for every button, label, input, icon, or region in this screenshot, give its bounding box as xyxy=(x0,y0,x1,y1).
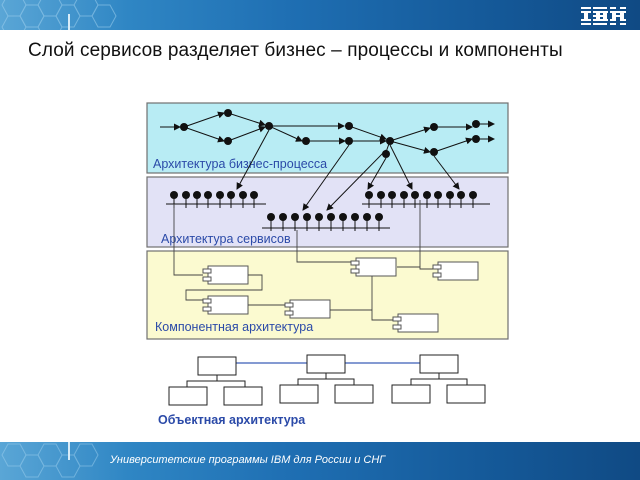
object-architecture-label: Объектная архитектура xyxy=(158,413,306,427)
service-group-right xyxy=(362,191,490,208)
service-group-left xyxy=(166,191,266,208)
header-divider xyxy=(68,14,70,30)
process-nodes xyxy=(180,109,480,158)
slide-title: Слой сервисов разделяет бизнес – процесс… xyxy=(28,40,563,61)
component-layer-label: Компонентная архитектура xyxy=(155,320,313,334)
component-connectors xyxy=(173,200,433,321)
object-architecture xyxy=(168,354,486,406)
component-boxes xyxy=(202,257,479,333)
footer-divider xyxy=(68,442,70,460)
services-layer xyxy=(146,176,509,248)
hexagon-pattern-icon xyxy=(1,0,117,30)
footer-bar: Университетские программы IBM для России… xyxy=(0,442,640,480)
service-group-middle xyxy=(262,213,390,231)
process-to-service-arrows xyxy=(236,129,460,211)
hexagon-pattern-icon xyxy=(1,443,99,478)
header-bar xyxy=(0,0,640,30)
business-process-layer xyxy=(146,102,509,174)
footer-text: Университетские программы IBM для России… xyxy=(110,454,386,466)
ibm-logo xyxy=(581,7,626,25)
business-process-layer-label: Архитектура бизнес-процесса xyxy=(153,157,327,171)
services-layer-label: Архитектура сервисов xyxy=(161,232,291,246)
